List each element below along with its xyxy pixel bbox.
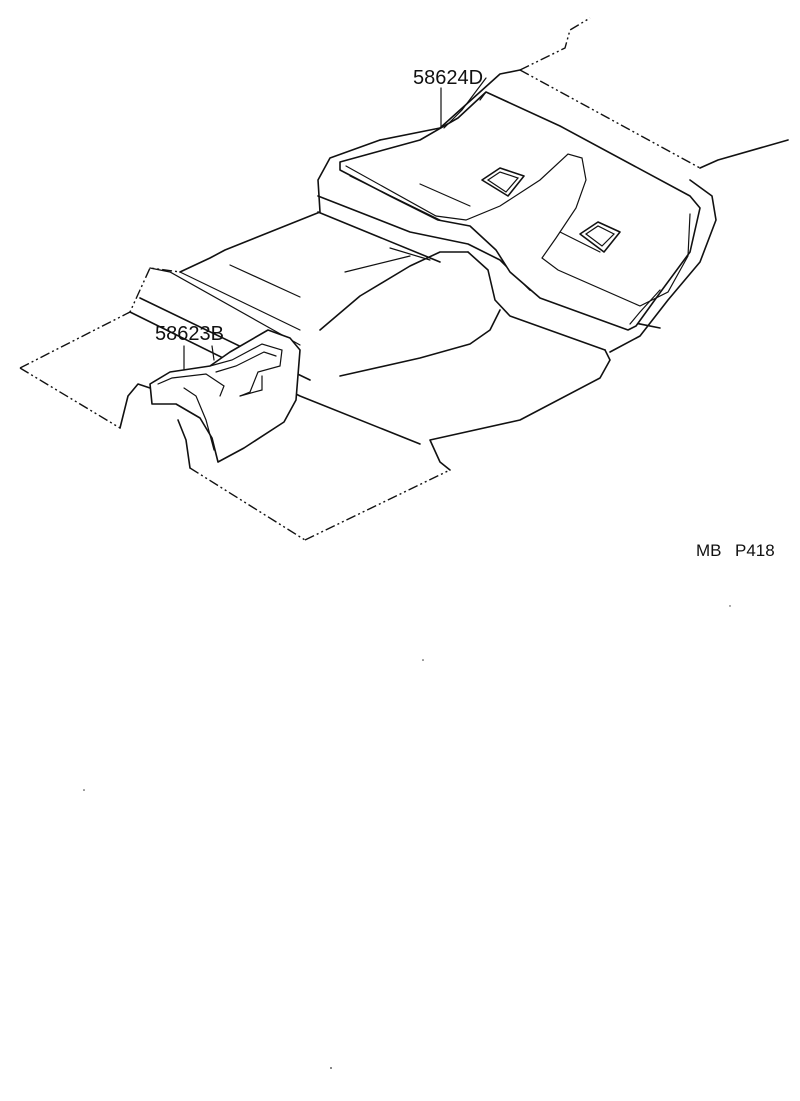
rear-floor-insulator[interactable] xyxy=(339,91,701,331)
scan-specks xyxy=(83,605,731,1069)
callout-rear-insulator: 58624D xyxy=(413,67,487,129)
front-floor-insulator[interactable] xyxy=(149,329,301,463)
callout-front-insulator: 58623B xyxy=(155,323,224,371)
part-number-label: 58624D xyxy=(413,67,483,89)
leader-line xyxy=(211,345,215,361)
model-code: MB xyxy=(696,541,722,560)
figure-code: MB P418 xyxy=(696,541,775,560)
page-code: P418 xyxy=(735,541,775,560)
floor-pan xyxy=(19,17,789,541)
part-number-label: 58623B xyxy=(155,323,224,345)
leader-line xyxy=(443,77,487,129)
